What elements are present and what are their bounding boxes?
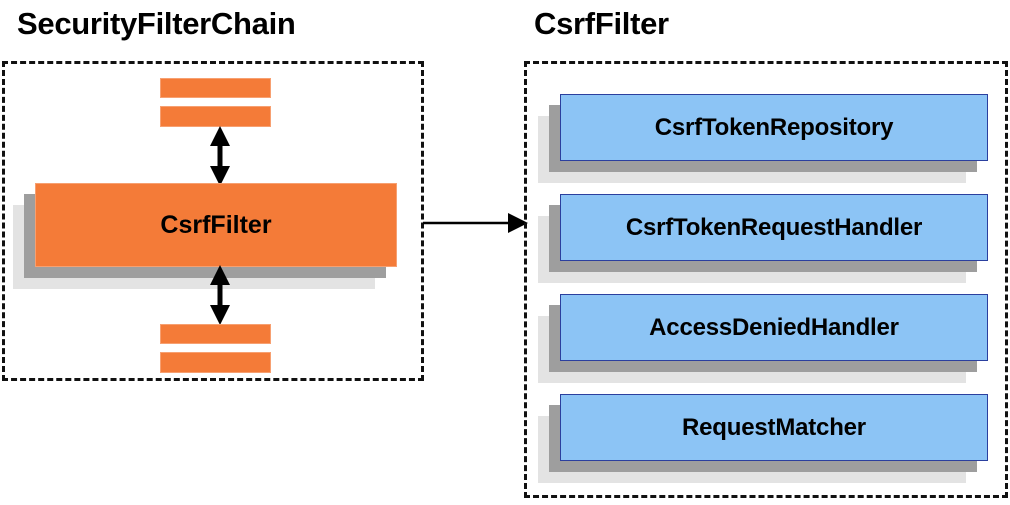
filter-box-csrf-filter[interactable]: CsrfFilter — [13, 183, 397, 289]
collaborator-box-request-matcher[interactable]: RequestMatcher — [538, 394, 988, 483]
collaborator-box-label: RequestMatcher — [560, 394, 988, 461]
filter-slab-above-1 — [160, 78, 271, 98]
filter-slab-below-1 — [160, 324, 271, 344]
collaborator-box-label: AccessDeniedHandler — [560, 294, 988, 361]
page-title-csrf-filter: CsrfFilter — [534, 6, 669, 41]
filter-slab-above-2 — [160, 106, 271, 127]
collaborator-box-csrf-token-request-handler[interactable]: CsrfTokenRequestHandler — [538, 194, 988, 283]
collaborator-box-access-denied-handler[interactable]: AccessDeniedHandler — [538, 294, 988, 383]
filter-slab-below-2 — [160, 352, 271, 373]
page-title-security-filter-chain: SecurityFilterChain — [17, 6, 296, 41]
collaborator-box-label: CsrfTokenRequestHandler — [560, 194, 988, 261]
collaborator-box-label: CsrfTokenRepository — [560, 94, 988, 161]
bidirectional-arrow-upper-icon — [210, 126, 230, 186]
panel-csrf-filter — [524, 61, 1008, 498]
collaborator-box-csrf-token-repository[interactable]: CsrfTokenRepository — [538, 94, 988, 183]
panel-security-filter-chain — [2, 61, 424, 381]
bidirectional-arrow-lower-icon — [210, 265, 230, 325]
connector-arrow-icon — [423, 213, 528, 233]
filter-box-csrf-filter-label: CsrfFilter — [35, 183, 397, 267]
